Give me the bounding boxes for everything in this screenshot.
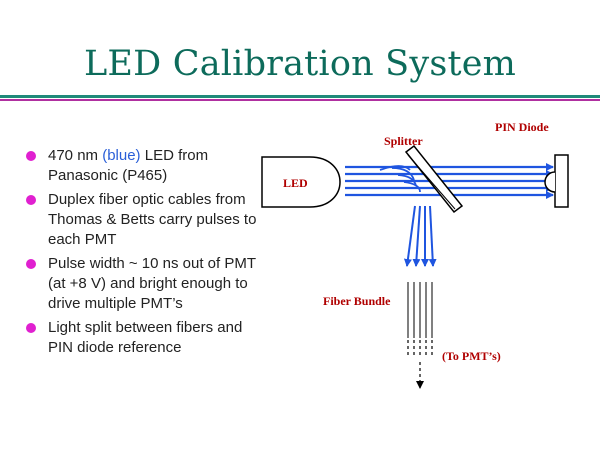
reflection-curve: [391, 167, 415, 181]
led-housing: [261, 156, 341, 208]
bullet-text-tail: LED from Panasonic (P465): [48, 147, 209, 184]
bullet-dot-icon: [26, 151, 36, 161]
down-beam-line: [428, 205, 437, 267]
slide-title: LED Calibration System: [83, 44, 517, 84]
fiber-bundle-dashed: [407, 340, 433, 358]
reflected-beams: [379, 165, 421, 193]
bullet-text: Pulse width ~ 10 ns out of PMT (at +8 V)…: [48, 255, 256, 312]
splitter-label: Splitter: [384, 134, 423, 148]
pin-diode-label: PIN Diode: [495, 120, 549, 134]
bullet-text: 470 nm: [48, 147, 103, 164]
led-label: LED: [283, 176, 308, 190]
title-rule-magenta: [0, 99, 600, 101]
bullet-dot-icon: [26, 259, 36, 269]
bullet-text: Duplex fiber optic cables from Thomas & …: [48, 191, 257, 248]
pin-diode-window: [544, 171, 556, 193]
title-rule-teal: [0, 95, 600, 98]
bullet-dot-icon: [26, 323, 36, 333]
bullet-dot-icon: [26, 195, 36, 205]
downward-beams: [403, 205, 437, 267]
bullet-text: Light split between fibers and PIN diode…: [48, 319, 243, 356]
bullet-item: Duplex fiber optic cables from Thomas & …: [26, 190, 261, 250]
splitter-edge: [407, 154, 456, 210]
bullet-item: 470 nm (blue) LED from Panasonic (P465): [26, 146, 261, 186]
fiber-bundle: [407, 282, 433, 338]
reflection-curve: [379, 165, 411, 171]
bullet-list: 470 nm (blue) LED from Panasonic (P465) …: [26, 146, 261, 362]
bullet-highlight: (blue): [102, 147, 141, 164]
bullet-item: Light split between fibers and PIN diode…: [26, 318, 261, 358]
reflection-curve: [403, 181, 421, 193]
fiber-bundle-label: Fiber Bundle: [323, 294, 391, 308]
down-beam-line: [412, 205, 421, 267]
down-beam-line: [403, 205, 416, 267]
bullet-item: Pulse width ~ 10 ns out of PMT (at +8 V)…: [26, 254, 261, 314]
splitter-plate: [404, 144, 464, 214]
pin-diode-body: [554, 154, 569, 208]
to-pmts-label: (To PMT’s): [442, 349, 501, 363]
